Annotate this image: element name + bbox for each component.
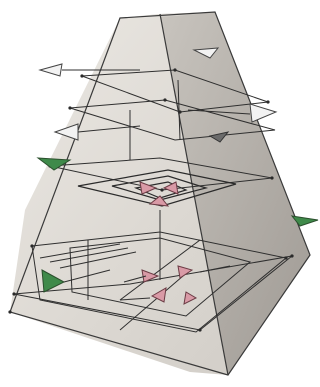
white-arrow-top-left-icon [40,64,62,76]
white-arrow-right-icon [250,104,276,122]
